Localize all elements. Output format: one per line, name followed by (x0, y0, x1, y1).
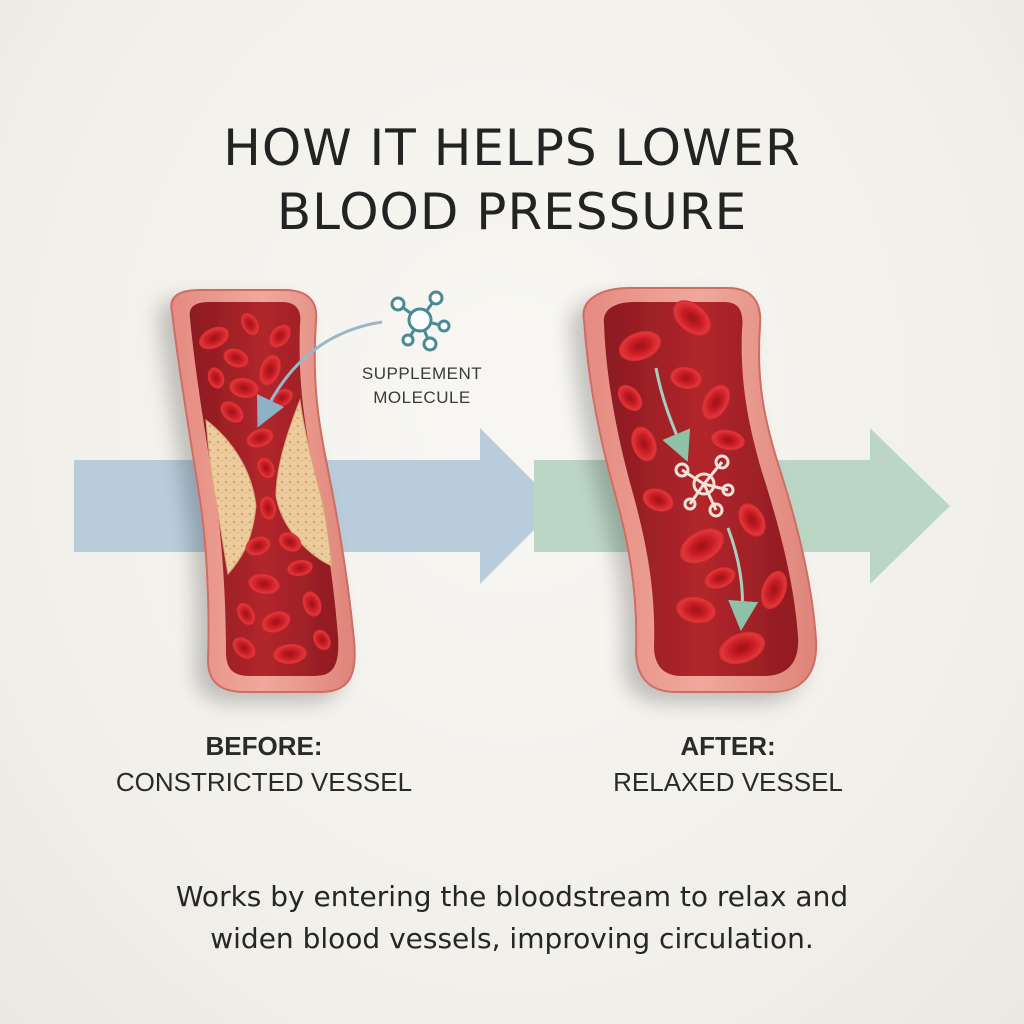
caption: Works by entering the bloodstream to rel… (0, 876, 1024, 960)
title-line-2: BLOOD PRESSURE (276, 182, 748, 241)
molecule-pointer-arrow (256, 320, 383, 428)
molecule-label-line-2: MOLECULE (373, 388, 471, 407)
relaxed-vessel (582, 287, 818, 693)
caption-line-1: Works by entering the bloodstream to rel… (175, 880, 849, 913)
molecule-icon (390, 290, 451, 352)
molecule-label-line-1: SUPPLEMENT (361, 364, 483, 383)
constricted-vessel (170, 289, 356, 693)
after-heading: AFTER: (680, 731, 776, 761)
after-label: AFTER: RELAXED VESSEL (548, 728, 908, 800)
after-subheading: RELAXED VESSEL (613, 767, 843, 797)
molecule-label: SUPPLEMENT MOLECULE (332, 362, 512, 410)
before-label: BEFORE: CONSTRICTED VESSEL (84, 728, 444, 800)
blood-cells-after (617, 300, 788, 665)
molecule-icon (674, 454, 735, 518)
before-subheading: CONSTRICTED VESSEL (115, 767, 413, 797)
blood-cells-before (198, 312, 331, 665)
page-title: HOW IT HELPS LOWER BLOOD PRESSURE (0, 116, 1024, 244)
title-line-1: HOW IT HELPS LOWER (223, 118, 801, 177)
caption-line-2: widen blood vessels, improving circulati… (210, 922, 814, 955)
before-heading: BEFORE: (205, 731, 323, 761)
